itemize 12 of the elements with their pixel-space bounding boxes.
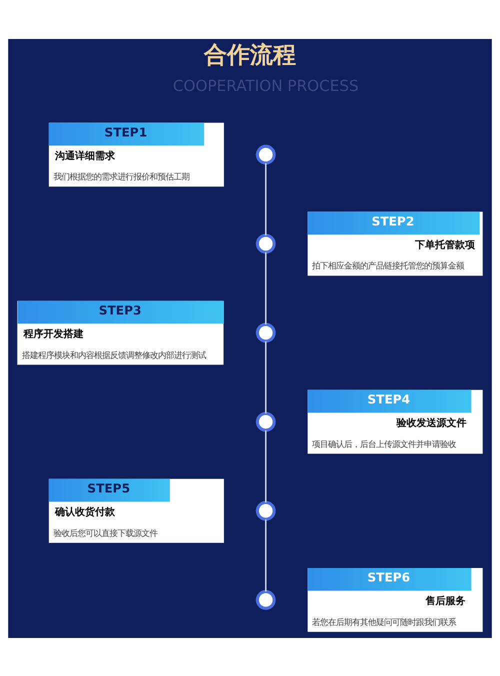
connector: [265, 162, 267, 235]
node-circle: [256, 233, 276, 254]
node-circle: [256, 144, 276, 164]
diagram-title: 合作流程: [204, 42, 296, 68]
node-circle: [256, 322, 276, 342]
node-circle: [256, 590, 276, 610]
node-circle: [256, 411, 276, 432]
connector: [265, 430, 267, 502]
connector: [265, 340, 267, 413]
connector: [265, 252, 267, 324]
connector: [265, 518, 267, 592]
node-circle: [256, 500, 276, 520]
